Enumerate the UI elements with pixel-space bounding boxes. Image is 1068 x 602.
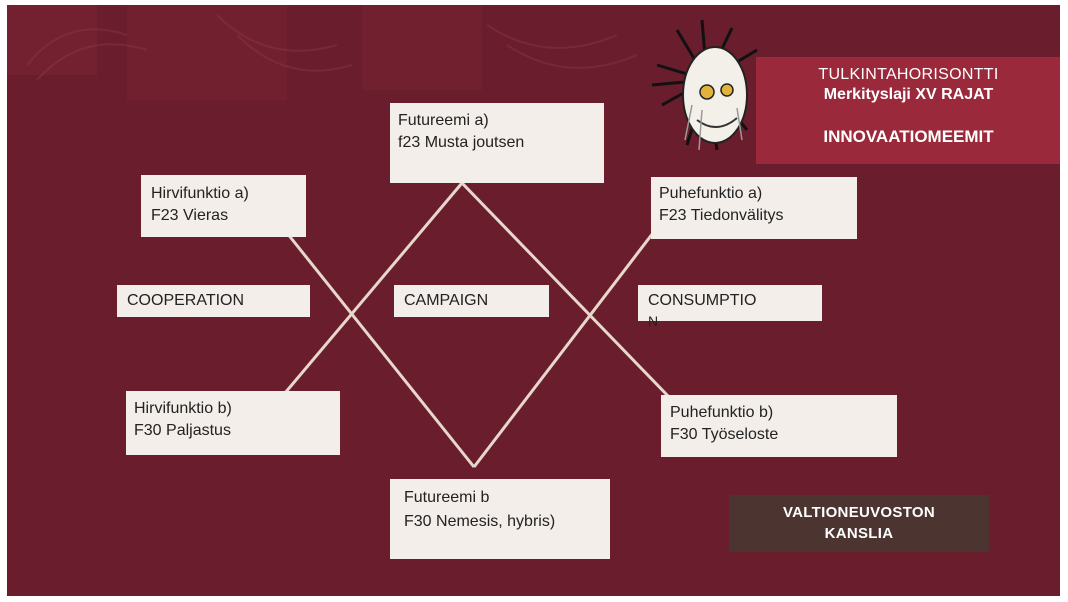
label-cooperation: COOPERATION <box>117 285 310 317</box>
line-hirvi-b-to-futureemi-a <box>283 182 464 394</box>
node-puhefunktio-a-line-2: F23 Tiedonvälitys <box>659 207 784 224</box>
title-line-3: INNOVAATIOMEEMIT <box>823 127 994 146</box>
line-hirvi-a-to-futureemi-b <box>285 232 476 468</box>
node-hirvifunktio-a-line-1: Hirvifunktio a) <box>151 185 249 202</box>
node-hirvifunktio-b-line-1: Hirvifunktio b) <box>134 400 232 417</box>
label-campaign: CAMPAIGN <box>394 285 549 317</box>
node-futureemi-b-line-1: Futureemi b <box>404 489 490 506</box>
bg-panel-1 <box>7 5 97 75</box>
slide: TULKINTAHORISONTTI Merkityslaji XV RAJAT… <box>7 5 1060 596</box>
bg-panel-3 <box>362 5 482 90</box>
ministry-line-1: VALTIONEUVOSTON <box>782 504 935 521</box>
line-futureemi-b-to-puhe-a <box>472 232 655 468</box>
label-consumption: CONSUMPTIO N <box>638 285 822 329</box>
node-puhefunktio-b-line-1: Puhefunktio b) <box>670 404 774 421</box>
node-puhefunktio-a-line-1: Puhefunktio a) <box>659 185 763 202</box>
node-hirvifunktio-b-line-2: F30 Paljastus <box>134 422 231 439</box>
connector-lines <box>283 181 671 468</box>
node-futureemi-a-line-1: Futureemi a) <box>398 112 489 129</box>
line-futureemi-a-to-puhe-b <box>460 181 671 399</box>
title-panel: TULKINTAHORISONTTI Merkityslaji XV RAJAT… <box>756 57 1060 164</box>
ministry-badge: VALTIONEUVOSTON KANSLIA <box>729 495 989 552</box>
background-decoration <box>7 5 671 468</box>
ministry-line-2: KANSLIA <box>824 525 894 542</box>
label-consumption-text-2: N <box>648 313 659 329</box>
mascot-illustration <box>647 10 767 165</box>
node-hirvifunktio-a-line-2: F23 Vieras <box>151 207 229 224</box>
title-line-2: Merkityslaji XV RAJAT <box>823 86 994 103</box>
bg-panel-2 <box>127 5 287 100</box>
node-hirvifunktio-b: Hirvifunktio b) F30 Paljastus <box>126 391 340 455</box>
node-futureemi-b: Futureemi b F30 Nemesis, hybris) <box>390 479 610 559</box>
label-consumption-text-1: CONSUMPTIO <box>648 292 757 309</box>
label-cooperation-text: COOPERATION <box>127 292 245 309</box>
node-futureemi-a-line-2: f23 Musta joutsen <box>398 134 525 151</box>
node-hirvifunktio-a: Hirvifunktio a) F23 Vieras <box>141 175 306 237</box>
label-campaign-text: CAMPAIGN <box>404 292 489 309</box>
node-puhefunktio-a: Puhefunktio a) F23 Tiedonvälitys <box>651 177 857 239</box>
bg-arcs <box>26 14 638 81</box>
title-line-1: TULKINTAHORISONTTI <box>818 66 999 83</box>
node-futureemi-b-line-2: F30 Nemesis, hybris) <box>404 513 556 530</box>
node-futureemi-a: Futureemi a) f23 Musta joutsen <box>390 103 604 183</box>
node-puhefunktio-b: Puhefunktio b) F30 Työseloste <box>661 395 897 457</box>
node-puhefunktio-b-line-2: F30 Työseloste <box>670 426 779 443</box>
spiky-face-icon <box>651 19 758 151</box>
